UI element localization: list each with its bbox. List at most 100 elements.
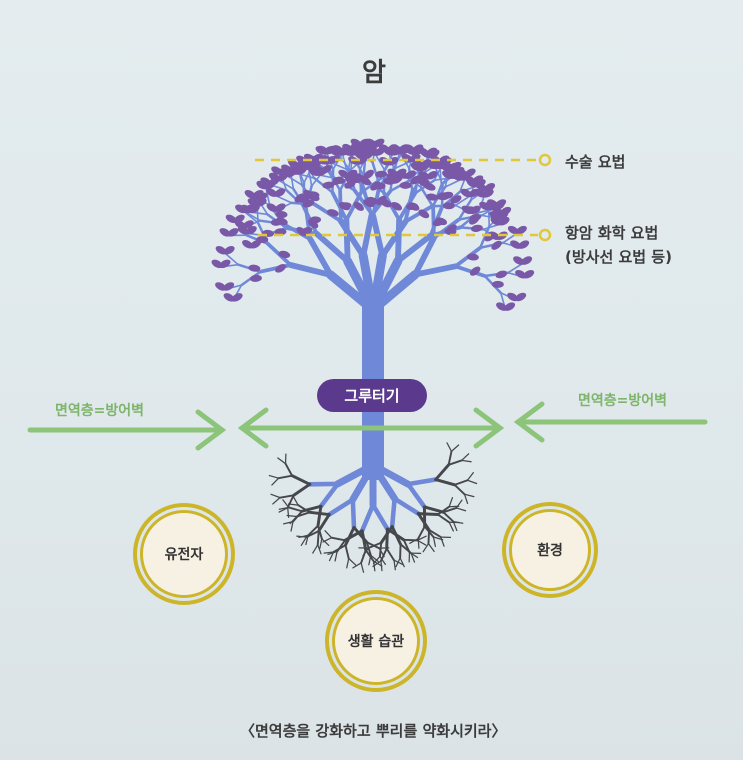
surgery-label: 수술 요법 (565, 153, 626, 171)
branch (374, 153, 386, 171)
root (428, 529, 442, 539)
root (370, 502, 390, 532)
root (290, 474, 312, 486)
root (324, 530, 333, 539)
root (292, 482, 312, 497)
root (399, 557, 405, 568)
root (278, 507, 289, 513)
root (360, 562, 365, 573)
root (364, 549, 375, 563)
leaf (460, 188, 472, 198)
root (405, 477, 438, 487)
leaf (479, 201, 491, 211)
root (416, 512, 431, 532)
root (316, 504, 323, 528)
radiation-label: (방사선 요법 등) (565, 248, 672, 266)
root (312, 544, 319, 554)
root (416, 539, 427, 546)
leaf (420, 149, 432, 158)
branch (412, 234, 437, 278)
branch (507, 262, 524, 274)
root (365, 541, 372, 557)
leaf (405, 146, 416, 156)
branch (395, 216, 403, 264)
root (318, 481, 341, 509)
branch (394, 160, 412, 170)
leaf (463, 206, 476, 214)
root (453, 483, 466, 496)
branch (275, 194, 293, 204)
root (385, 547, 395, 562)
branch (479, 225, 491, 249)
leaf (469, 213, 482, 222)
leaf (492, 206, 504, 216)
leaf (215, 246, 227, 255)
leaf (278, 250, 291, 259)
branch (360, 212, 375, 259)
leaf (315, 146, 327, 155)
root (461, 459, 472, 463)
root (330, 536, 346, 542)
branch (444, 178, 462, 188)
leaf (476, 182, 488, 192)
cause-lifestyle: 생활 습관 (325, 590, 427, 692)
root (350, 497, 357, 530)
root (317, 513, 331, 533)
leaf (515, 269, 527, 279)
cause-environment: 환경 (502, 502, 598, 598)
root (270, 493, 281, 499)
root (434, 478, 457, 487)
arrow-right-icon (27, 409, 227, 451)
leaf (510, 240, 522, 249)
root (359, 502, 376, 534)
branch (337, 153, 350, 170)
root (452, 520, 458, 532)
leaf (211, 259, 223, 269)
leaf (215, 282, 227, 291)
root (416, 512, 440, 516)
root (352, 562, 362, 569)
branch (277, 179, 295, 190)
root (360, 549, 367, 564)
leaf (410, 162, 422, 172)
leaf (326, 209, 339, 217)
root (298, 534, 309, 539)
leaf (445, 167, 457, 176)
leaf (363, 199, 375, 208)
root (385, 527, 406, 542)
root (272, 497, 281, 505)
root (370, 554, 379, 563)
root (436, 513, 451, 524)
root (389, 496, 397, 529)
leaf (432, 218, 445, 227)
leaf (333, 176, 346, 184)
root (323, 551, 335, 554)
root (422, 505, 445, 514)
leaf (350, 175, 363, 184)
root (427, 543, 435, 553)
root (328, 551, 335, 562)
leaf (418, 171, 430, 180)
cause-label: 유전자 (140, 510, 228, 598)
leaf (277, 168, 289, 178)
root (332, 544, 347, 553)
leaf (507, 225, 519, 235)
leaf (225, 214, 237, 224)
root (307, 524, 319, 537)
branch (487, 208, 491, 228)
leaf (466, 253, 479, 261)
leaf (342, 143, 354, 153)
root (365, 541, 381, 550)
cause-label: 환경 (509, 509, 591, 591)
leaf (248, 264, 261, 272)
leaf (309, 216, 322, 224)
root (405, 481, 427, 510)
branch (307, 236, 334, 278)
root (286, 494, 295, 509)
immune-layer-right-label: 면역층=방어벽 (578, 393, 668, 409)
branch (454, 195, 471, 207)
leaf (426, 193, 439, 201)
root (290, 521, 294, 532)
root (436, 505, 451, 516)
root (305, 534, 309, 546)
